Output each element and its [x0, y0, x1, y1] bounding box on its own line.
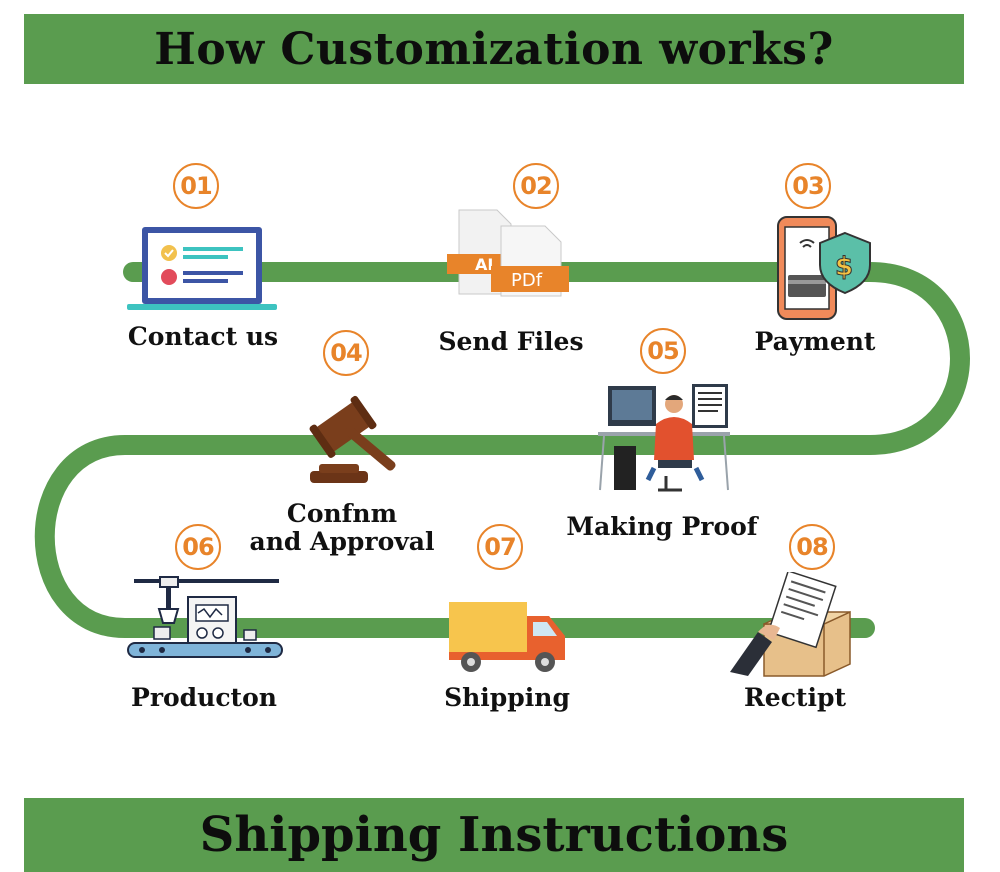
step-01-label: Contact us [127, 322, 279, 351]
step-02-badge: 02 [513, 163, 559, 209]
step-02-number: 02 [520, 172, 552, 200]
step-04-label-line-1: Confnm [286, 499, 398, 528]
step-04-label-line-2: and Approval [249, 527, 435, 556]
section-title: Shipping Instructions [199, 807, 789, 863]
footer-banner: Shipping Instructions [24, 798, 964, 872]
svg-text:PDf: PDf [511, 270, 543, 291]
step-04-number: 04 [330, 339, 362, 367]
step-04-label: Confnm and Approval [250, 500, 435, 556]
step-06-label: Producton [131, 683, 277, 712]
step-07-label: Shipping [444, 683, 570, 712]
step-03-number: 03 [792, 172, 824, 200]
step-05-badge: 05 [640, 328, 686, 374]
svg-text:AI: AI [475, 255, 493, 274]
pdf-ai-files-icon: AI PDf [447, 209, 569, 297]
step-01-badge: 01 [173, 163, 219, 209]
step-08-number: 08 [796, 533, 828, 561]
designer-at-desk-icon [598, 384, 730, 492]
step-07-number: 07 [484, 533, 516, 561]
laptop-checklist-icon [127, 227, 277, 310]
step-01-number: 01 [180, 172, 212, 200]
production-machine-icon [127, 576, 283, 658]
header-banner: How Customization works? [24, 14, 964, 84]
svg-text:$: $ [835, 252, 853, 282]
step-04-badge: 04 [323, 330, 369, 376]
gavel-icon [309, 395, 396, 483]
step-02-label: Send Files [438, 327, 584, 356]
step-03-badge: 03 [785, 163, 831, 209]
step-07-badge: 07 [477, 524, 523, 570]
step-08-label: Rectipt [744, 683, 846, 712]
step-06-number: 06 [182, 533, 214, 561]
step-05-number: 05 [647, 337, 679, 365]
step-06-badge: 06 [175, 524, 221, 570]
step-08-badge: 08 [789, 524, 835, 570]
delivery-truck-icon [449, 602, 565, 672]
phone-payment-shield-icon: $ [777, 216, 871, 320]
page-title: How Customization works? [154, 23, 834, 75]
receipt-package-icon [730, 572, 851, 677]
step-05-label: Making Proof [566, 512, 758, 541]
step-03-label: Payment [754, 327, 876, 356]
